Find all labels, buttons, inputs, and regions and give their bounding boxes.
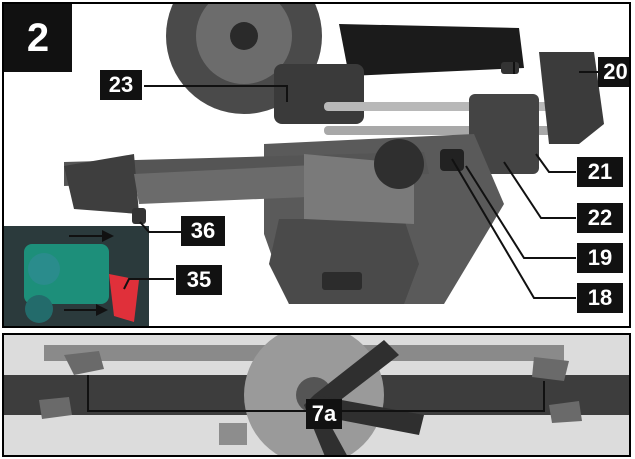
leader-lines — [64, 62, 598, 311]
dust-bag — [339, 24, 524, 76]
rail-end-bracket — [539, 52, 604, 144]
callout-21: 21 — [577, 157, 623, 187]
knob-20 — [501, 62, 519, 74]
7a-leader-lines — [87, 375, 545, 412]
callout-19: 19 — [577, 243, 623, 273]
bottom-detail-panel: 7a — [2, 333, 631, 457]
front-table — [269, 219, 419, 304]
callout-18: 18 — [577, 283, 623, 313]
arrowheads — [96, 230, 114, 316]
arm-spoke — [314, 340, 399, 405]
slide-rail-lower — [324, 126, 584, 135]
callout-7a: 7a — [306, 399, 342, 429]
figure-number: 2 — [4, 4, 72, 72]
callout-22: 22 — [577, 203, 623, 233]
slide-lock-housing — [469, 94, 539, 174]
callout-36: 36 — [181, 216, 225, 246]
top-figure-panel: 2 23 20 21 22 19 18 36 35 — [2, 2, 631, 328]
wing-knobs — [39, 351, 582, 423]
base-detail-illustration — [4, 335, 629, 455]
bevel-lock — [322, 272, 362, 290]
left-fence-end — [64, 154, 139, 214]
callout-23: 23 — [100, 70, 142, 100]
miter-saw-illustration — [4, 4, 604, 326]
knob-36 — [132, 208, 146, 224]
callout-20: 20 — [598, 57, 629, 87]
callout-35: 35 — [176, 265, 222, 295]
red-lever — [109, 274, 139, 322]
lower-guard — [374, 139, 424, 189]
